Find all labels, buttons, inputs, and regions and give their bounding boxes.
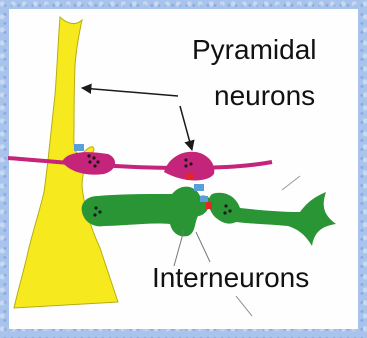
- arrow-to-magenta-neuron: [180, 106, 192, 150]
- thin-process-3: [236, 296, 252, 316]
- synapse-blue-3: [200, 196, 208, 202]
- synapse-blue-2: [194, 184, 204, 191]
- green-interneuron-right: [208, 192, 336, 246]
- label-interneurons: Interneurons: [152, 262, 309, 294]
- thin-process-4: [282, 176, 300, 190]
- thin-process-2: [196, 232, 210, 262]
- arrow-to-yellow-neuron: [82, 88, 178, 96]
- synapse-blue-1: [74, 144, 84, 151]
- label-pyramidal-line2: neurons: [214, 80, 315, 112]
- label-pyramidal-line1: Pyramidal: [192, 34, 316, 66]
- synapse-red-1: [186, 174, 193, 180]
- synapse-red-2: [206, 202, 212, 209]
